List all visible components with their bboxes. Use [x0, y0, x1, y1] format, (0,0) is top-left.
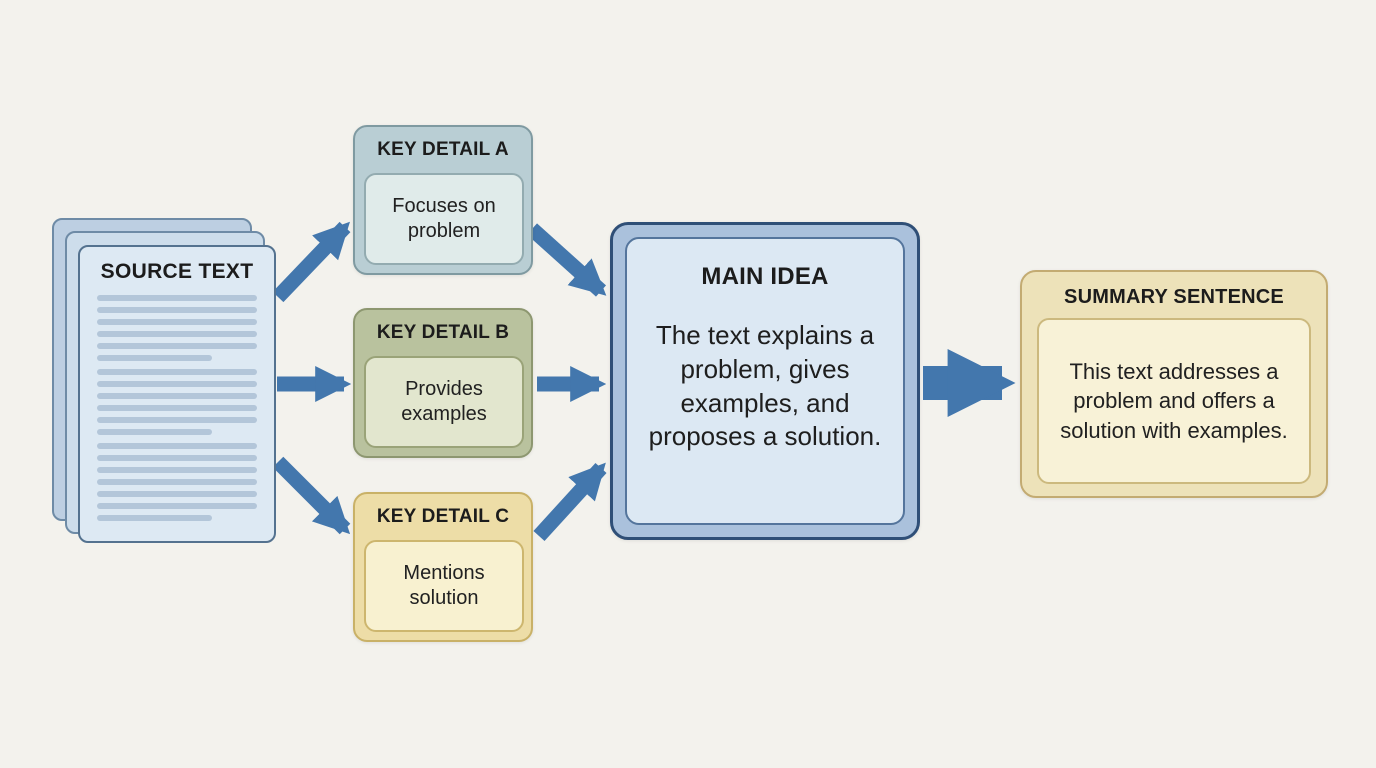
key-detail-a-title: KEY DETAIL A [377, 139, 509, 160]
main-idea-text: The text explains a problem, gives examp… [648, 320, 882, 452]
key-detail-b-box: KEY DETAIL B Provides examples [353, 308, 533, 458]
main-idea-inner: MAIN IDEA The text explains a problem, g… [625, 237, 905, 525]
key-detail-b-text: Provides examples [364, 356, 524, 448]
text-line [97, 417, 257, 423]
text-line [97, 503, 257, 509]
text-line [97, 307, 257, 313]
text-line [97, 443, 257, 449]
text-line [97, 319, 257, 325]
text-line [97, 515, 213, 521]
text-line [97, 455, 257, 461]
key-detail-b-title: KEY DETAIL B [376, 322, 510, 343]
text-line [97, 331, 257, 337]
text-line [97, 343, 257, 349]
arrow-key-detail-a-to-main-idea [526, 223, 607, 297]
text-line [97, 479, 257, 485]
paragraph-lines [97, 443, 257, 521]
text-line [97, 393, 257, 399]
arrow-source-to-key-detail-c [272, 456, 351, 535]
summary-sentence-box: SUMMARY SENTENCE This text addresses a p… [1020, 270, 1328, 498]
text-line [97, 355, 213, 361]
text-line [97, 381, 257, 387]
paragraph-lines [97, 295, 257, 361]
document-text-lines [97, 295, 257, 521]
arrow-source-to-key-detail-a [272, 221, 351, 303]
source-text-title: SOURCE TEXT [100, 260, 254, 283]
summary-sentence-title: SUMMARY SENTENCE [1064, 286, 1284, 308]
main-idea-title: MAIN IDEA [701, 263, 829, 290]
key-detail-c-title: KEY DETAIL C [376, 506, 510, 527]
key-detail-a-box: KEY DETAIL A Focuses on problem [353, 125, 533, 275]
key-detail-c-text: Mentions solution [364, 540, 524, 632]
text-line [97, 295, 257, 301]
key-detail-c-box: KEY DETAIL C Mentions solution [353, 492, 533, 642]
summary-sentence-text: This text addresses a problem and offers… [1037, 318, 1311, 484]
arrow-key-detail-c-to-main-idea [533, 462, 607, 542]
text-line [97, 491, 257, 497]
text-line [97, 467, 257, 473]
main-idea-box: MAIN IDEA The text explains a problem, g… [610, 222, 920, 540]
paragraph-lines [97, 369, 257, 435]
document-page-front: SOURCE TEXT [78, 245, 276, 543]
text-line [97, 405, 257, 411]
text-line [97, 429, 213, 435]
key-detail-a-text: Focuses on problem [364, 173, 524, 265]
text-line [97, 369, 257, 375]
